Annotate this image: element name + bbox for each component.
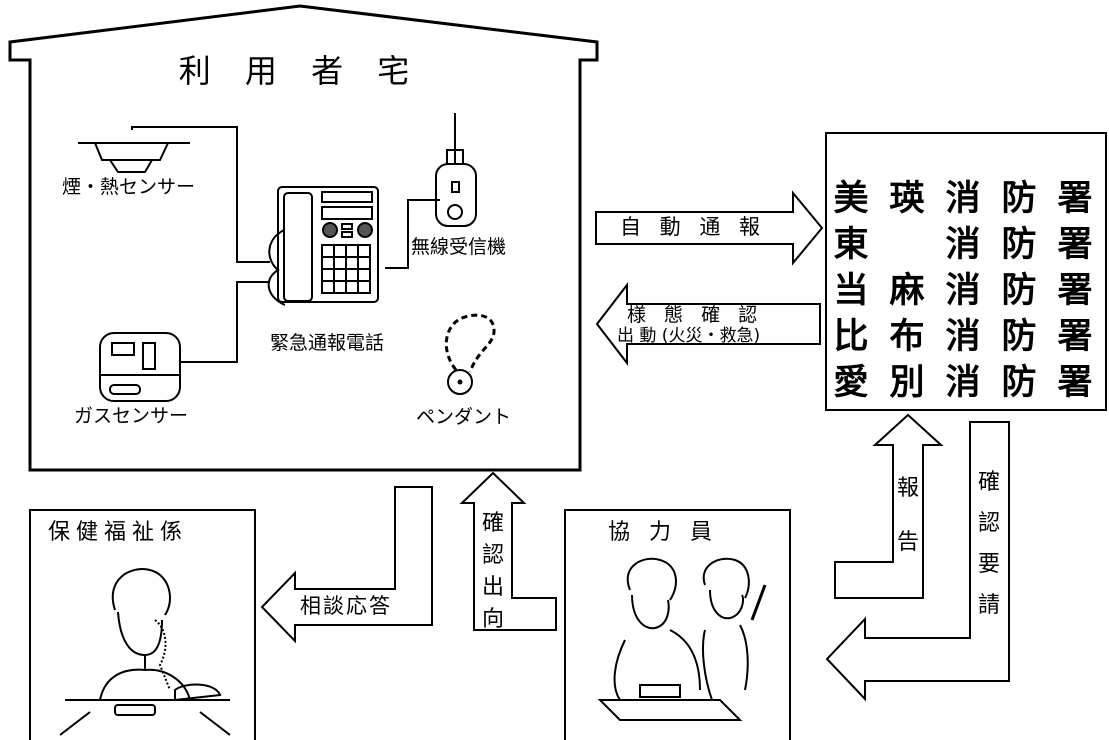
health-welfare-title: 保健福祉係 bbox=[48, 520, 189, 545]
fire-station-list: 美瑛消防署 東消防署 当麻消防署 比布消防署 愛別消防署 bbox=[832, 176, 1094, 406]
auto-report-label: 自 動 通 報 bbox=[620, 215, 767, 239]
fire-station-row: 美瑛消防署 bbox=[833, 179, 1093, 219]
arrow-confirm-dispatch bbox=[459, 471, 557, 631]
confirm-dispatch-label: 確認出向 bbox=[481, 511, 504, 632]
smoke-heat-sensor-icon bbox=[78, 142, 190, 173]
house-title: 利 用 者 宅 bbox=[178, 52, 422, 90]
gas-sensor-icon bbox=[99, 332, 181, 402]
emergency-phone-label: 緊急通報電話 bbox=[270, 332, 385, 354]
status-check-label-2: 出 動 (火災・救急) bbox=[617, 326, 761, 346]
emergency-phone-icon bbox=[267, 186, 379, 306]
cooperator-box bbox=[564, 509, 791, 740]
arrow-auto-report bbox=[595, 190, 824, 266]
arrow-consult-response bbox=[260, 486, 433, 644]
house-outline bbox=[8, 4, 599, 472]
wireless-receiver-label: 無線受信機 bbox=[411, 236, 507, 258]
smoke-heat-sensor-label: 煙・熱センサー bbox=[62, 176, 196, 198]
health-welfare-box bbox=[29, 509, 256, 740]
consult-response-label: 相談応答 bbox=[300, 594, 392, 618]
fire-station-row: 比布消防署 bbox=[833, 317, 1093, 357]
cooperator-title: 協 力 員 bbox=[608, 520, 718, 545]
cooperator-people-icon bbox=[597, 557, 767, 721]
fire-station-row: 愛別消防署 bbox=[833, 363, 1093, 403]
fire-station-row: 東消防署 bbox=[833, 225, 1093, 265]
arrow-confirm-request bbox=[825, 421, 1010, 702]
fire-station-row: 当麻消防署 bbox=[833, 271, 1093, 311]
arrow-report bbox=[834, 413, 944, 599]
report-label: 報告 bbox=[896, 476, 919, 555]
status-check-label-1: 様 態 確 認 bbox=[627, 304, 764, 326]
wireless-receiver-icon bbox=[435, 113, 477, 227]
gas-sensor-label: ガスセンサー bbox=[74, 405, 189, 427]
fire-station-box bbox=[825, 132, 1107, 411]
arrow-status-check bbox=[595, 282, 821, 366]
health-worker-icon bbox=[59, 568, 231, 736]
confirm-request-label: 確認要請 bbox=[977, 470, 1000, 618]
pendant-label: ペンダント bbox=[416, 406, 512, 428]
pendant-icon bbox=[444, 313, 496, 395]
